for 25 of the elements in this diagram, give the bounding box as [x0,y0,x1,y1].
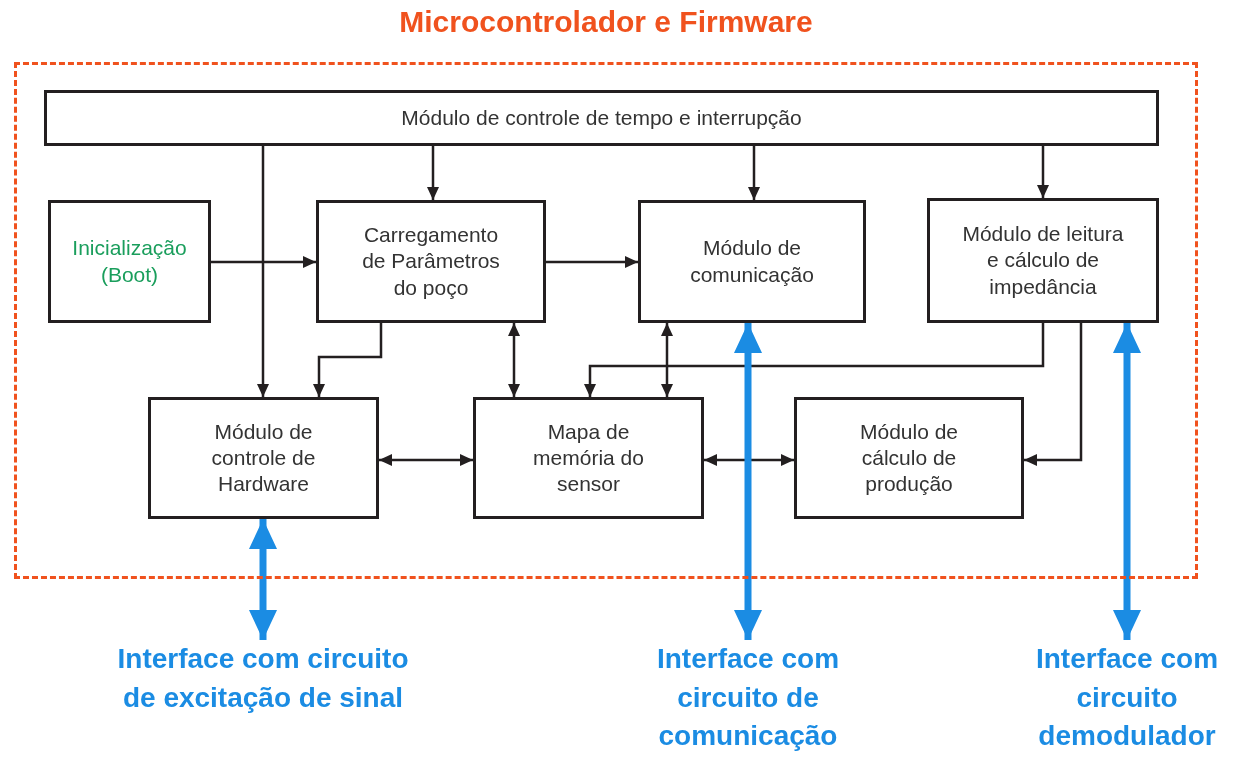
arrow [704,454,794,466]
arrow [1024,323,1083,466]
module-box: Módulo de comunicação [638,200,866,323]
interface-label: Interface com circuito de comunicação [655,642,841,754]
module-box: Mapa de memória do sensor [473,397,704,519]
interface-label: Interface com circuito de excitação de sinal [116,642,410,715]
module-box: Módulo de controle de Hardware [148,397,379,519]
interface-label: Interface com circuito demodulador [1034,642,1220,754]
arrow [1037,146,1049,198]
module-box: Módulo de controle de tempo e interrupção [44,90,1159,146]
module-box: Módulo de leitura e cálculo de impedância [927,198,1159,323]
arrow [257,146,269,397]
arrow [211,256,316,268]
arrow [313,323,383,397]
arrow [379,454,473,466]
module-box: Inicialização (Boot) [48,200,211,323]
region-title: Microcontrolador e Firmware [398,5,814,39]
arrow [661,323,673,397]
module-box: Carregamento de Parâmetros do poço [316,200,546,323]
module-box: Módulo de cálculo de produção [794,397,1024,519]
arrow [748,146,760,200]
arrow [584,323,1045,397]
arrow [508,323,520,397]
arrow [427,146,439,200]
arrow [546,256,638,268]
